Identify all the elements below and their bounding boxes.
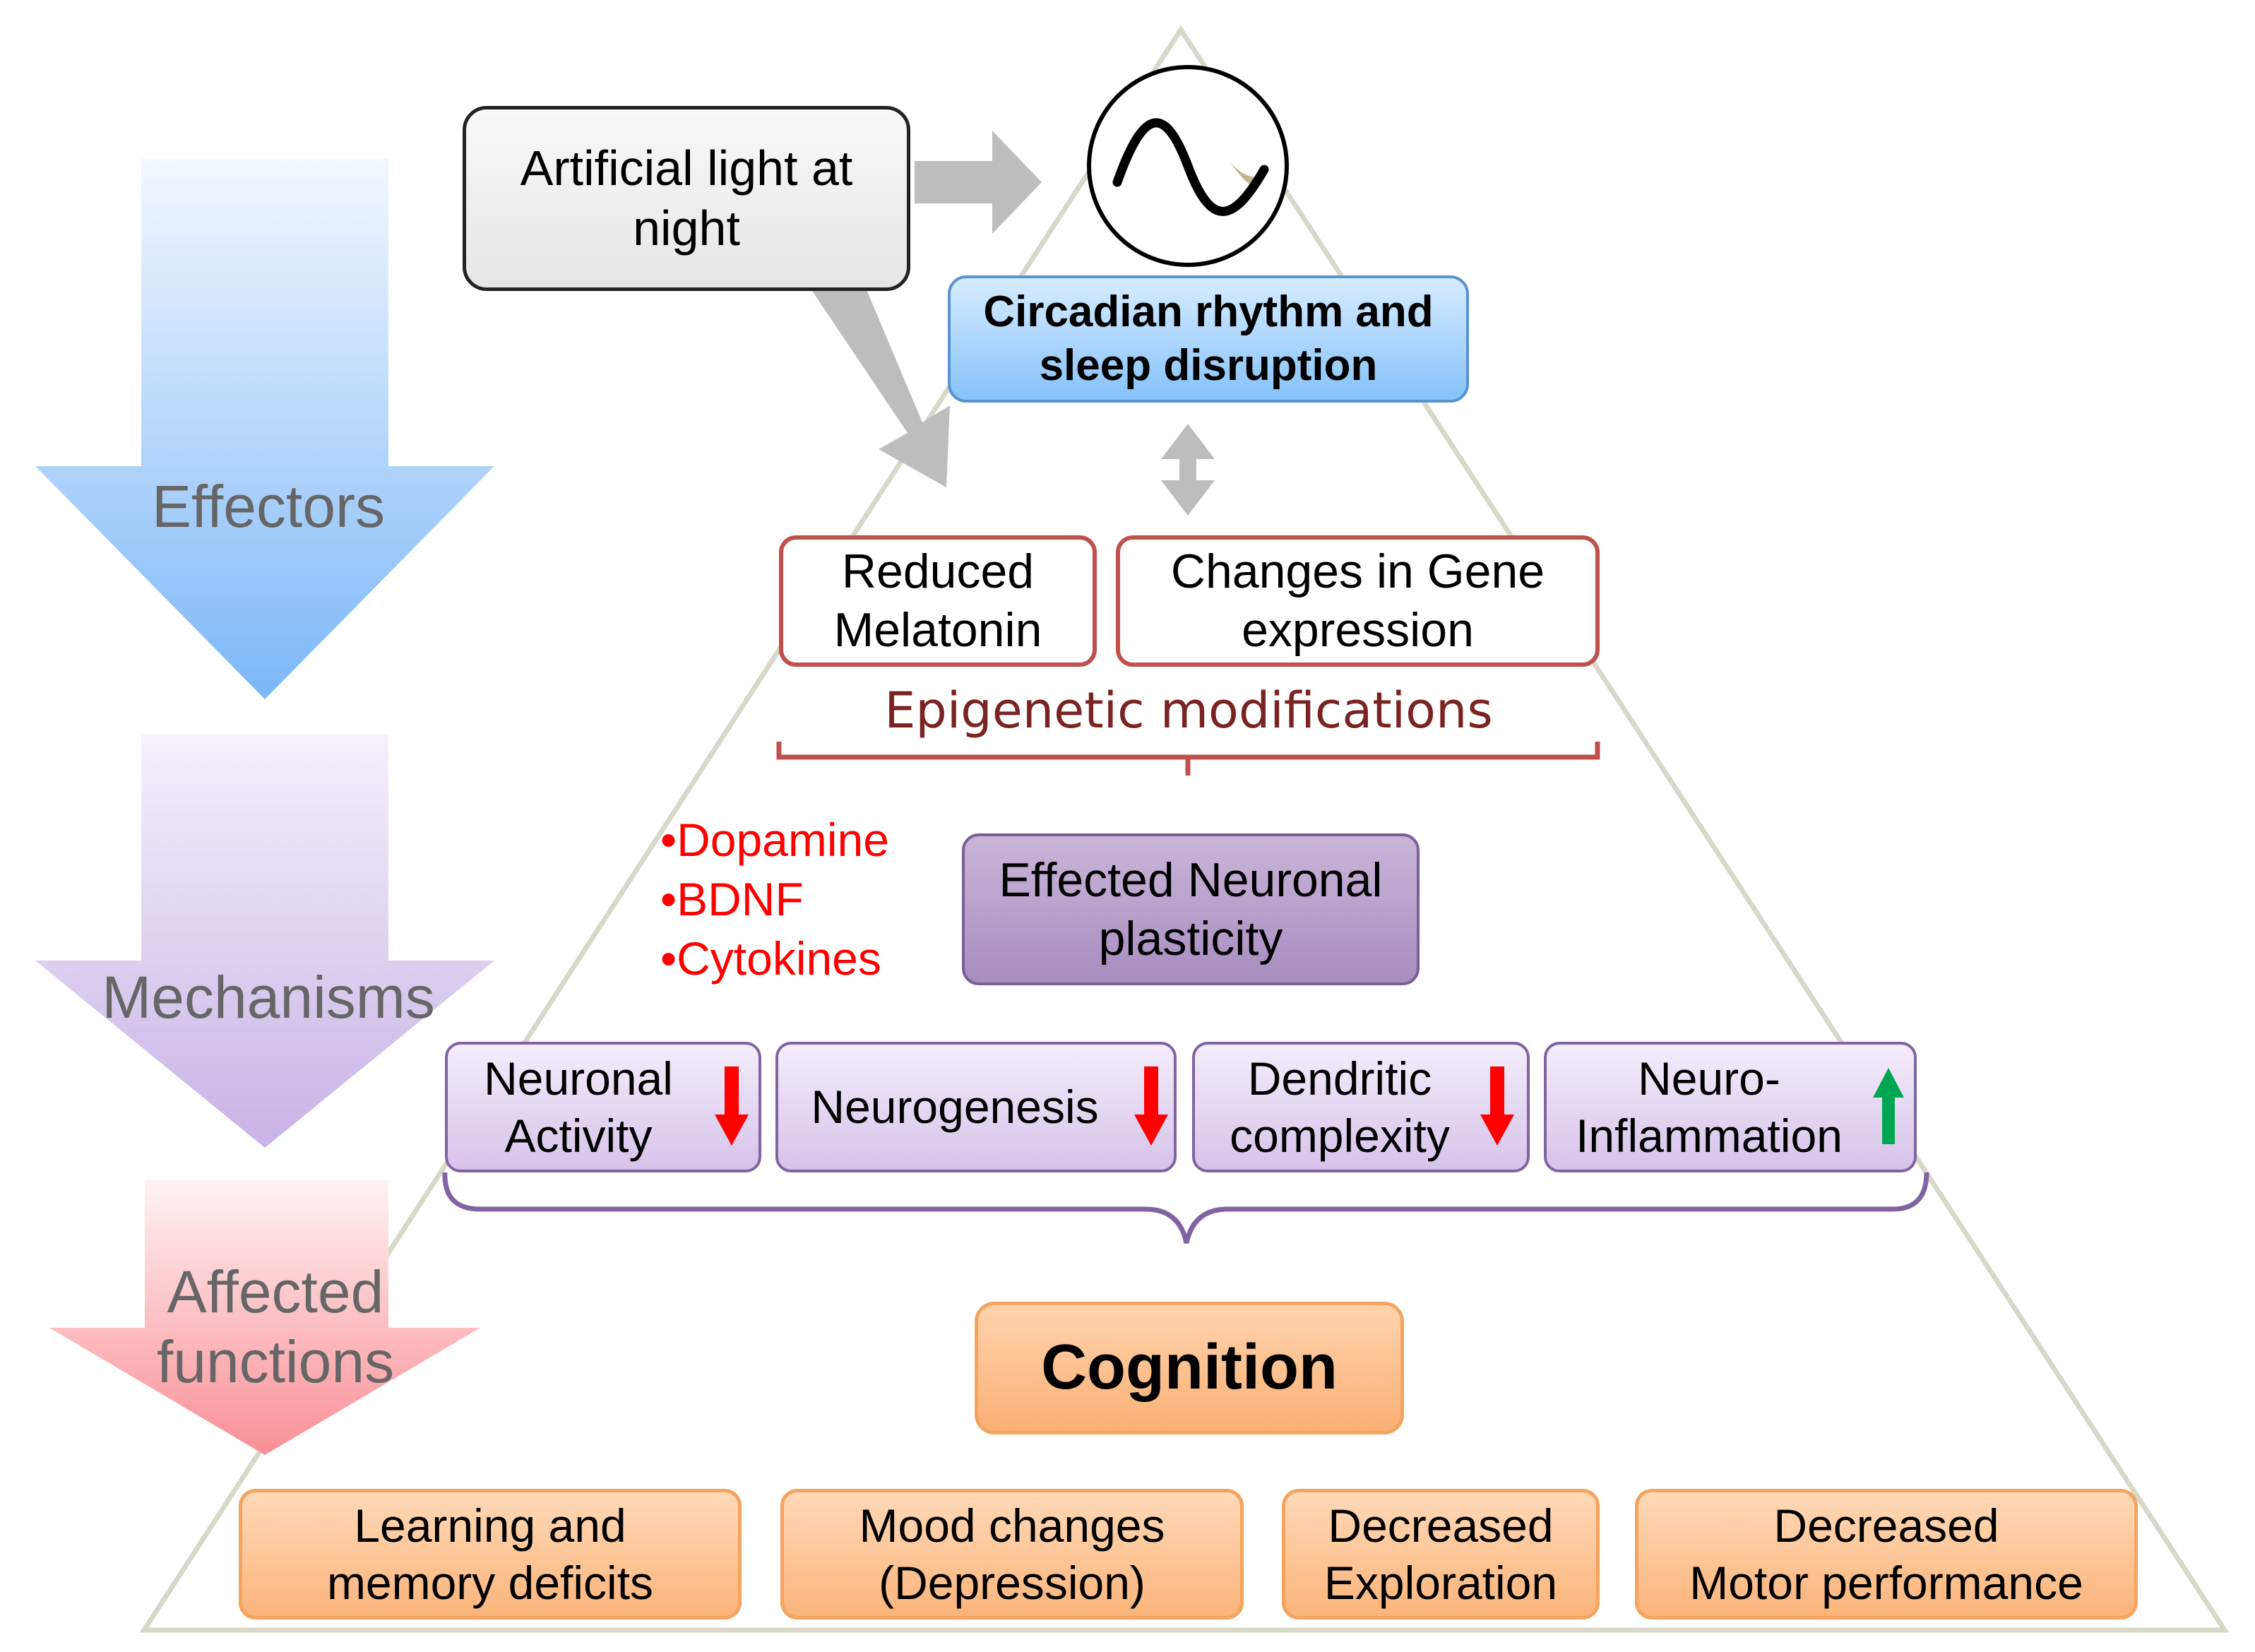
up-arrow-icon xyxy=(1873,1068,1904,1144)
artificial-light-box: Artificial light at night xyxy=(463,106,910,291)
molecule-list: •Dopamine •BDNF •Cytokines xyxy=(660,811,889,988)
cognition-box: Cognition xyxy=(975,1302,1404,1434)
molecule-item: •BDNF xyxy=(660,872,804,925)
mechanism-box-dendritic-complexity: Dendritic complexity xyxy=(1192,1042,1530,1172)
bidirectional-arrow xyxy=(1161,424,1215,516)
mechanism-box-neuronal-activity: Neuronal Activity xyxy=(445,1042,761,1172)
effectors-arrow xyxy=(35,159,494,699)
down-arrow-icon xyxy=(1134,1066,1168,1146)
epigenetic-label: Epigenetic modifications xyxy=(884,682,1493,739)
mechanism-box-neuroinflammation: Neuro- Inflammation xyxy=(1544,1042,1917,1172)
epigenetic-bracket xyxy=(776,742,1600,776)
down-arrow-icon xyxy=(715,1066,749,1146)
gene-expression-box: Changes in Gene expression xyxy=(1116,535,1600,667)
mechanisms-arrow xyxy=(35,735,494,1148)
neuronal-plasticity-box: Effected Neuronal plasticity xyxy=(962,833,1420,985)
pyramid-outline xyxy=(139,25,2230,1633)
function-box-learning-memory: Learning and memory deficits xyxy=(239,1489,742,1620)
effectors-label: Effectors xyxy=(152,473,385,540)
affected-functions-label: Affected functions xyxy=(156,1259,395,1396)
function-box-mood-changes: Mood changes (Depression) xyxy=(780,1489,1244,1620)
function-box-exploration: Decreased Exploration xyxy=(1282,1489,1600,1620)
mechanisms-bracket xyxy=(442,1172,1929,1244)
molecule-item: •Cytokines xyxy=(660,932,881,985)
sine-wave-icon xyxy=(1087,65,1289,267)
function-box-motor-performance: Decreased Motor performance xyxy=(1635,1489,2138,1620)
circadian-disruption-box: Circadian rhythm and sleep disruption xyxy=(948,275,1469,403)
reduced-melatonin-box: Reduced Melatonin xyxy=(779,535,1097,667)
down-arrow-icon xyxy=(1480,1066,1514,1146)
molecule-item: •Dopamine xyxy=(660,814,889,866)
affected-functions-arrow xyxy=(49,1179,480,1455)
mechanisms-label: Mechanisms xyxy=(102,964,435,1030)
mechanism-box-neurogenesis: Neurogenesis xyxy=(775,1042,1177,1172)
light-to-melatonin-arrow xyxy=(807,253,950,487)
light-to-rhythm-arrow xyxy=(915,131,1042,234)
